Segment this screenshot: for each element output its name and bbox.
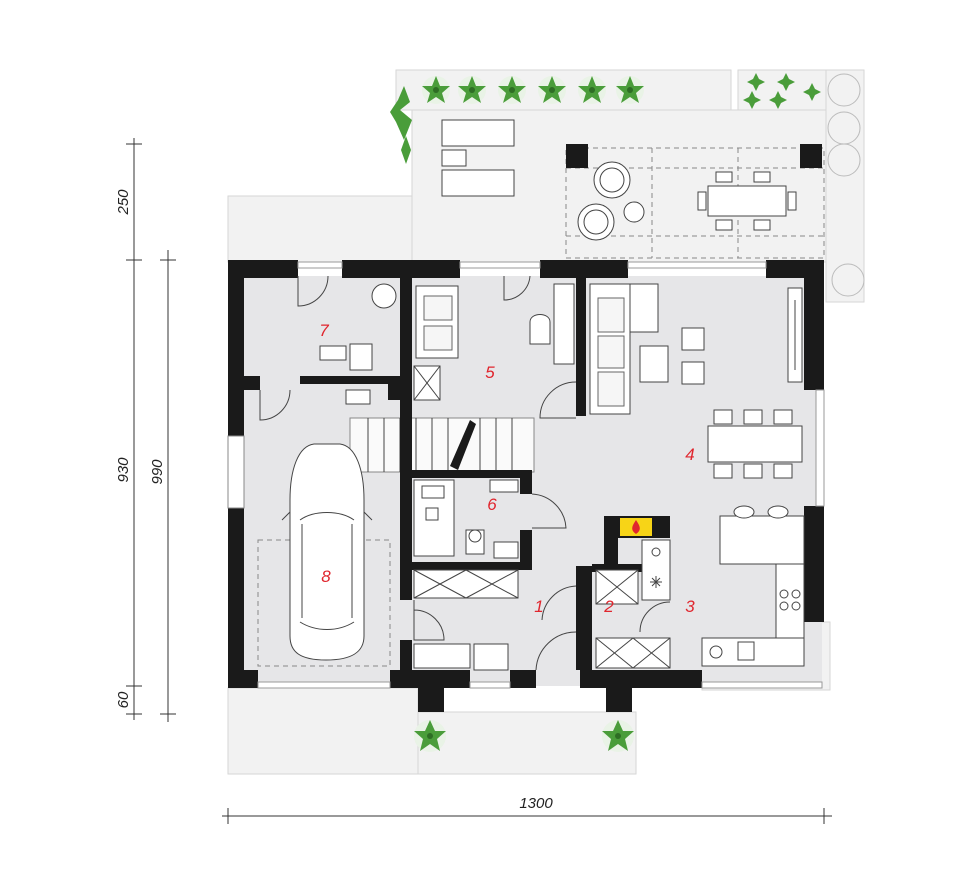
entrance-plant-right [602,720,634,752]
staircase [349,417,535,473]
room-label-4: 4 [685,445,694,464]
room-label-2: 2 [603,597,614,616]
hall-wardrobes [413,569,671,671]
room-label-7: 7 [319,321,329,340]
fireplace-icon [608,516,670,538]
doors [259,275,671,671]
dimension-lines [126,138,832,824]
kitchen-fixtures [641,505,805,667]
outdoor-round-tables [577,161,645,241]
sun-lounger [441,119,515,197]
pergola-post [800,144,822,168]
dimension-label: 1300 [519,795,553,812]
utility-fixtures [319,283,397,405]
dimension-label: 60 [115,691,132,708]
dimension-label: 250 [115,189,132,216]
room-label-3: 3 [685,597,695,616]
hedge-plants [390,73,865,297]
entrance-plant-left [414,720,446,752]
windows [257,261,825,689]
car [257,443,391,667]
room-label-1: 1 [534,597,543,616]
bathroom-fixtures [413,479,519,559]
pergola-post [566,144,588,168]
living-room-furniture [589,283,803,415]
room-label-8: 8 [321,567,331,586]
room-label-6: 6 [487,495,497,514]
room-label-5: 5 [485,363,495,382]
garden-dining-set [697,171,797,231]
room5-furniture [413,283,575,401]
dimension-label: 990 [149,459,166,485]
dining-table [707,409,803,479]
dimension-label: 930 [115,457,132,483]
walls [227,260,824,712]
